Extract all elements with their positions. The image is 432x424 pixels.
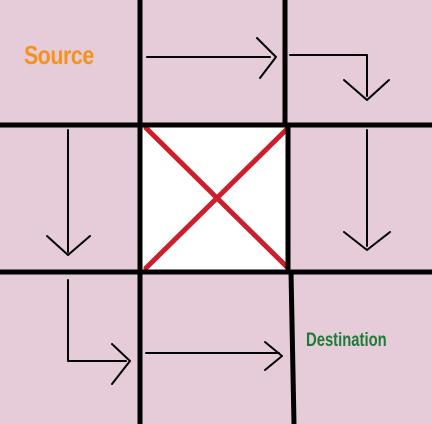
arrow-down-1-shaft — [289, 54, 368, 97]
arrow-down-1-head — [343, 79, 390, 101]
arrow-right-3-head — [264, 341, 283, 371]
source-label: Source — [24, 40, 94, 70]
arrow-down-3-head — [46, 235, 91, 256]
cross-line-2 — [143, 125, 291, 271]
destination-label: Destination — [306, 330, 387, 351]
arrow-down-2-head — [343, 231, 391, 251]
grid-line-vertical-right-lower — [288, 271, 297, 424]
arrow-right-2-shaft — [67, 279, 127, 362]
arrow-right-2-head — [111, 343, 131, 385]
lower-route — [46, 129, 283, 385]
arrow-right-1-head — [256, 37, 277, 79]
cross-icon — [143, 125, 291, 271]
upper-route — [146, 37, 391, 251]
